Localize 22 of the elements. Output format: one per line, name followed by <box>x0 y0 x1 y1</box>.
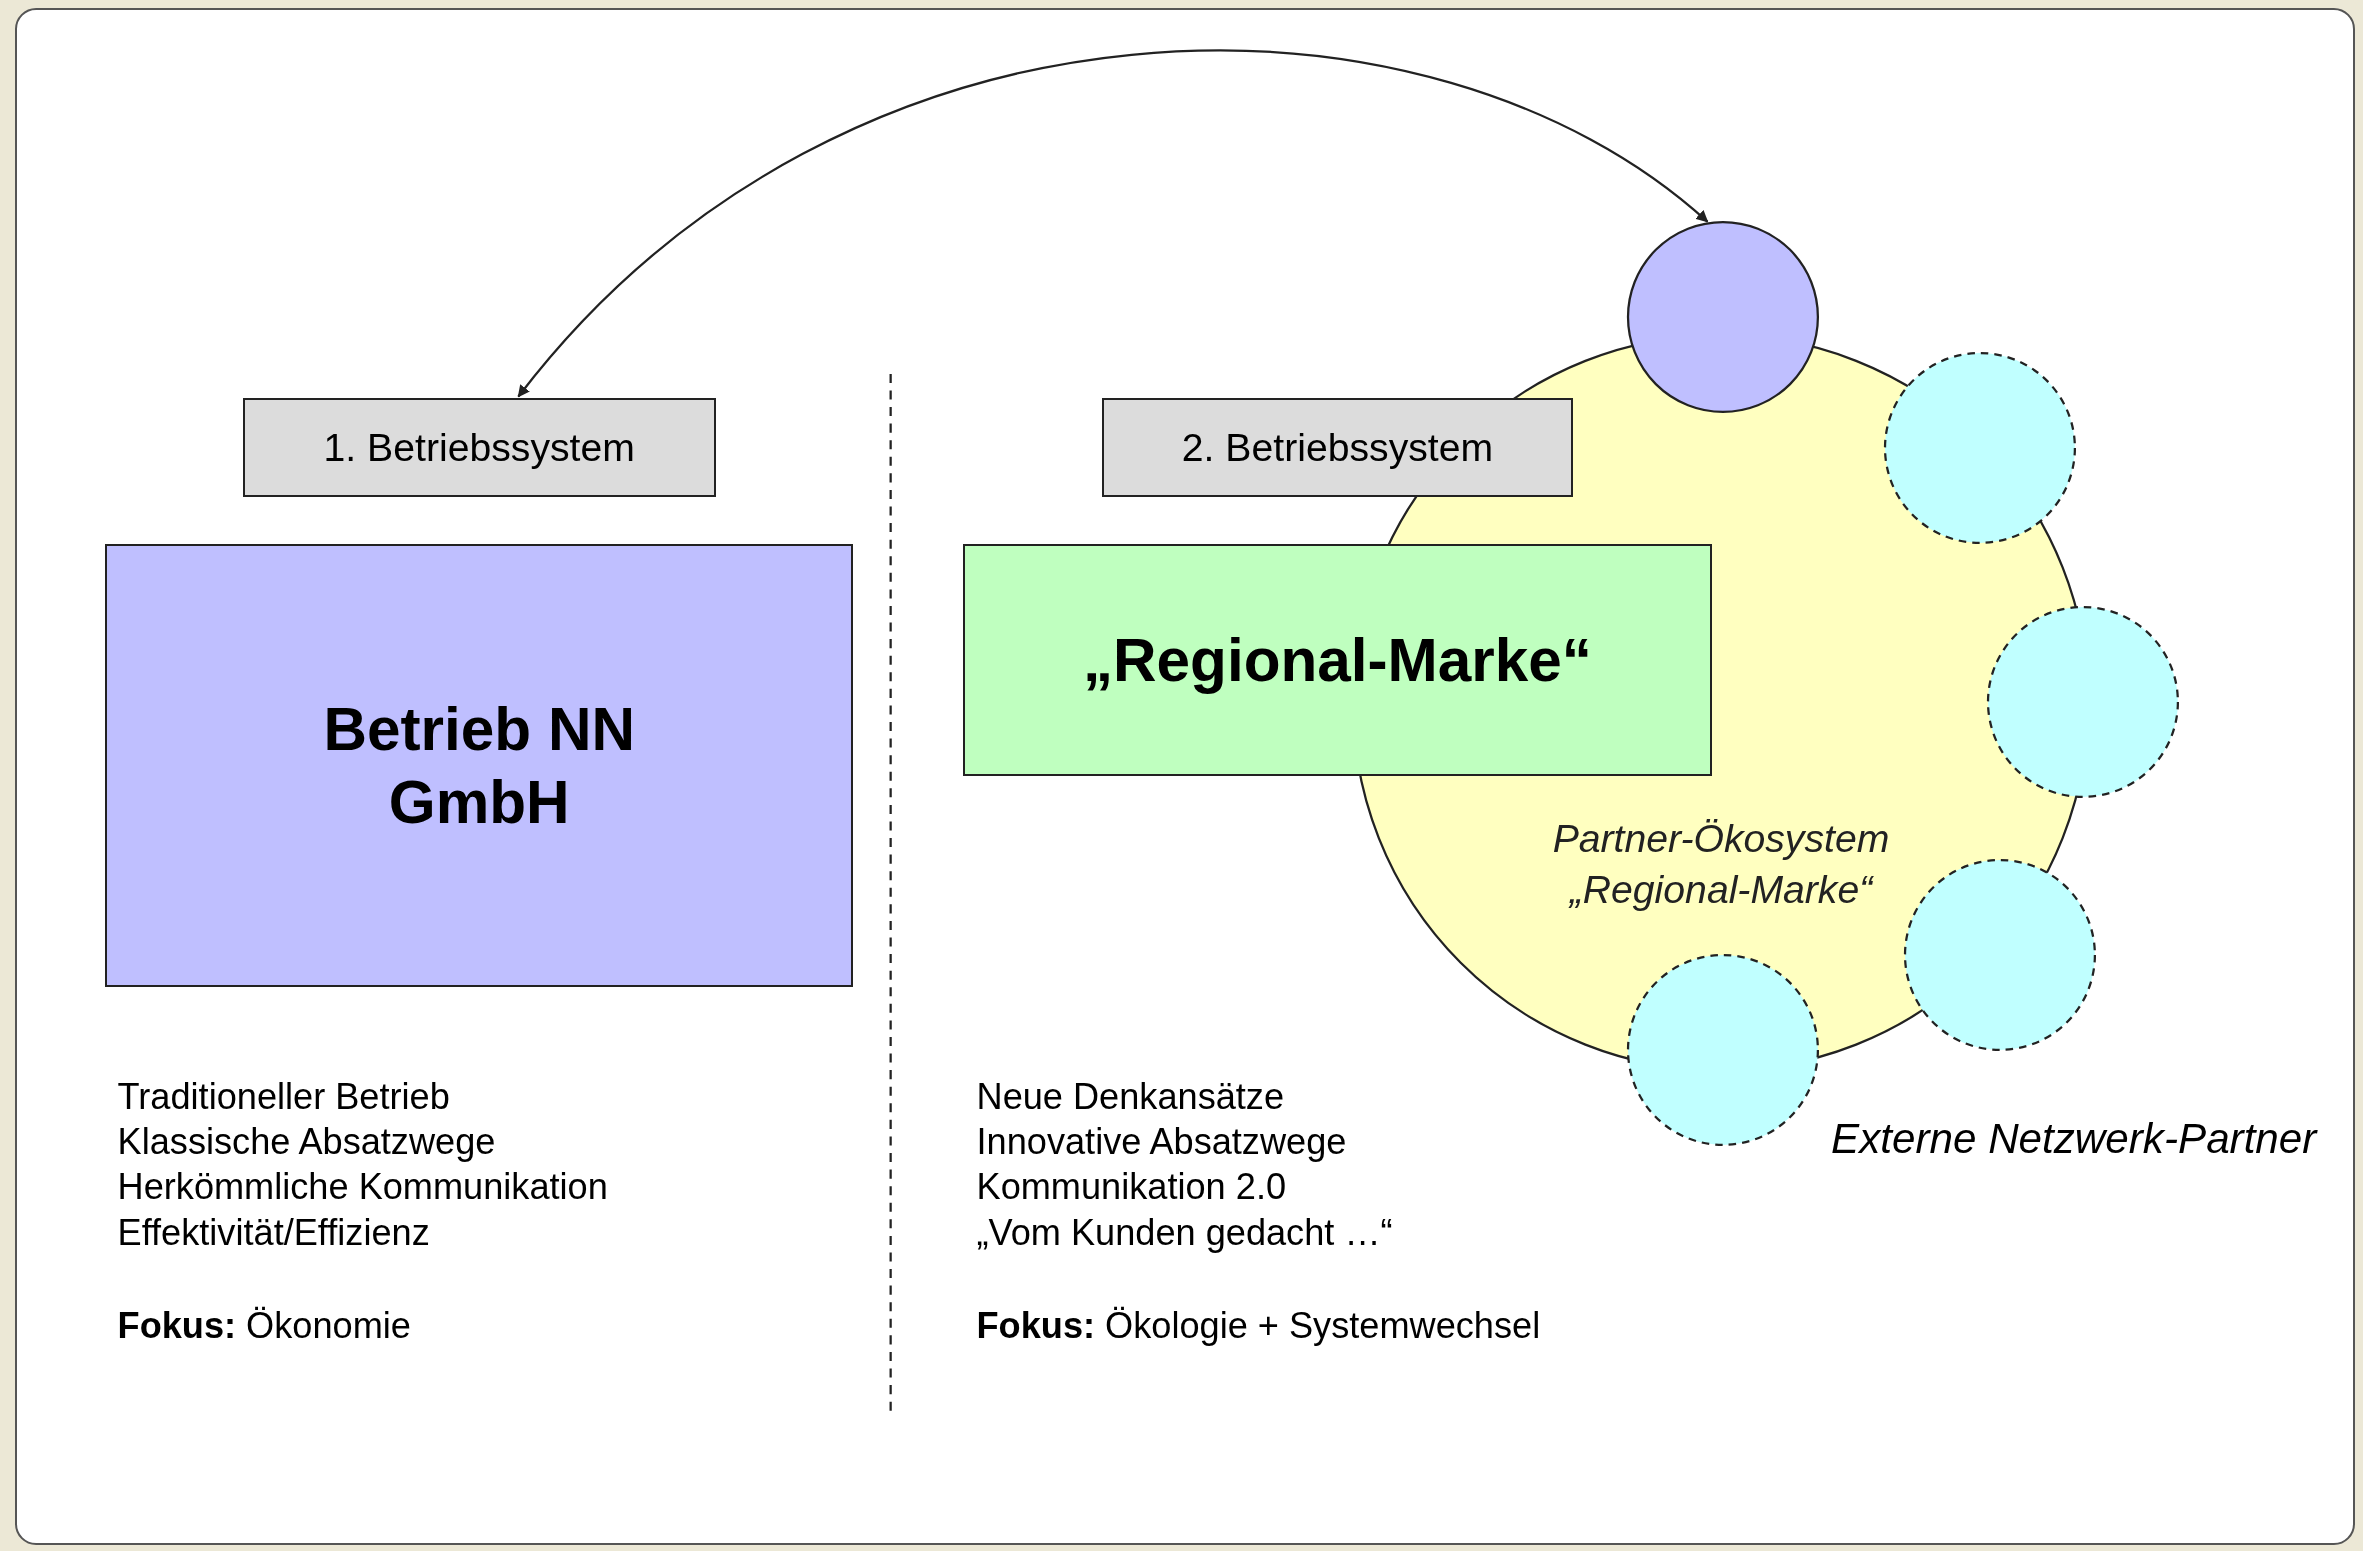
text-line: Klassische Absatzwege <box>117 1121 496 1164</box>
brand-box: „Regional-Marke“ <box>962 544 1712 777</box>
circle-label: Partner-Ökosystem „Regional-Marke“ <box>1551 815 1891 913</box>
text-line: Herkömmliche Kommunikation <box>117 1166 608 1209</box>
text-line: Neue Denkansätze <box>976 1076 1285 1118</box>
partner-circle <box>1624 952 1821 1149</box>
text-line: Kommunikation 2.0 <box>976 1166 1287 1209</box>
text-line: Fokus: Ökonomie <box>117 1305 411 1348</box>
double-arrow <box>517 49 1709 398</box>
title-box: 2. Betriebssystem <box>1101 397 1574 498</box>
partner-circle <box>1901 857 2098 1054</box>
title-box: 1. Betriebssystem <box>242 397 716 498</box>
text-line: Innovative Absatzwege <box>976 1121 1347 1164</box>
company-box: Betrieb NN GmbH <box>105 544 853 988</box>
text-line: „Vom Kunden gedacht …“ <box>976 1211 1393 1254</box>
text-line: Traditioneller Betrieb <box>117 1076 450 1118</box>
partner-circle <box>1882 349 2079 546</box>
text-line: Fokus: Ökologie + Systemwechsel <box>976 1305 1541 1348</box>
company-circle <box>1624 218 1821 415</box>
text-line: Effektivität/Effizienz <box>117 1211 430 1254</box>
partner-circle <box>1984 604 2181 801</box>
group-caption: Externe Netzwerk-Partner <box>1831 1115 2317 1164</box>
